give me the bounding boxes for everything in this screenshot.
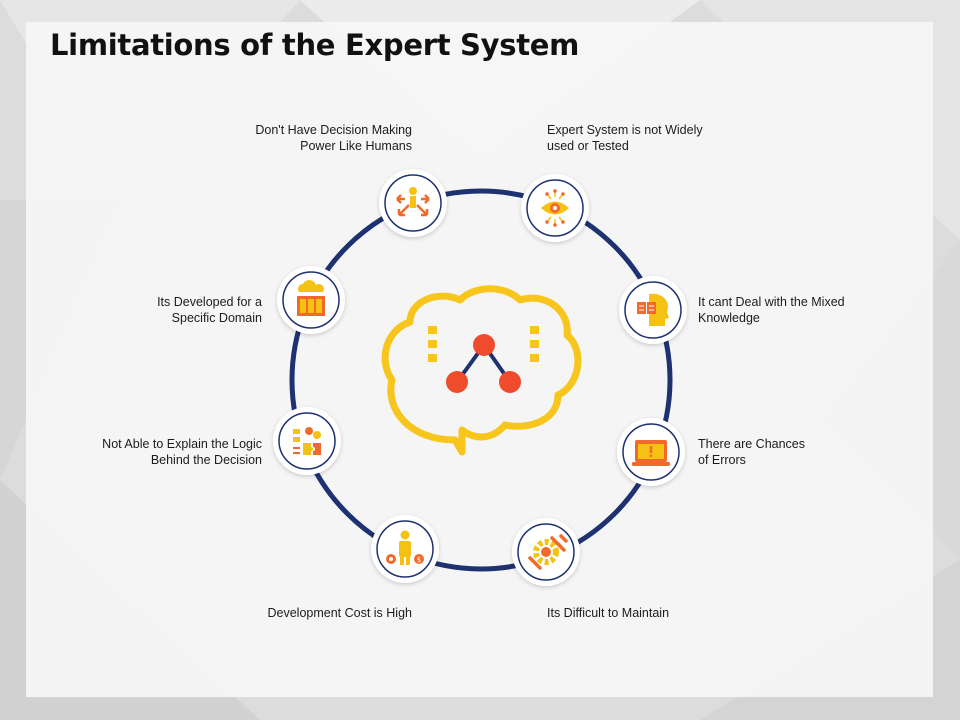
node-eye	[521, 174, 589, 242]
node-laptop	[617, 418, 685, 486]
decision-arrows-icon	[396, 187, 430, 217]
label-maintain: Its Difficult to Maintain	[547, 606, 670, 620]
node-logic	[273, 407, 341, 475]
label-cost: Development Cost is High	[267, 606, 412, 620]
gear-wrench-icon	[528, 534, 568, 570]
brain-network-icon	[381, 285, 582, 456]
node-cost: $	[371, 515, 439, 583]
node-decision	[379, 169, 447, 237]
head-book-icon	[637, 293, 669, 326]
laptop-error-icon	[632, 440, 670, 466]
ring	[289, 188, 673, 572]
svg-text:$: $	[417, 556, 421, 564]
eye-network-icon	[541, 189, 569, 227]
node-gear	[512, 518, 580, 586]
node-domain	[277, 266, 345, 334]
cloud-domain-icon	[297, 280, 325, 316]
page-title: Limitations of the Expert System	[50, 28, 580, 62]
node-head-book	[619, 276, 687, 344]
logic-puzzle-icon	[293, 427, 321, 455]
person-cost-icon: $	[386, 530, 424, 565]
content-card	[26, 22, 933, 697]
